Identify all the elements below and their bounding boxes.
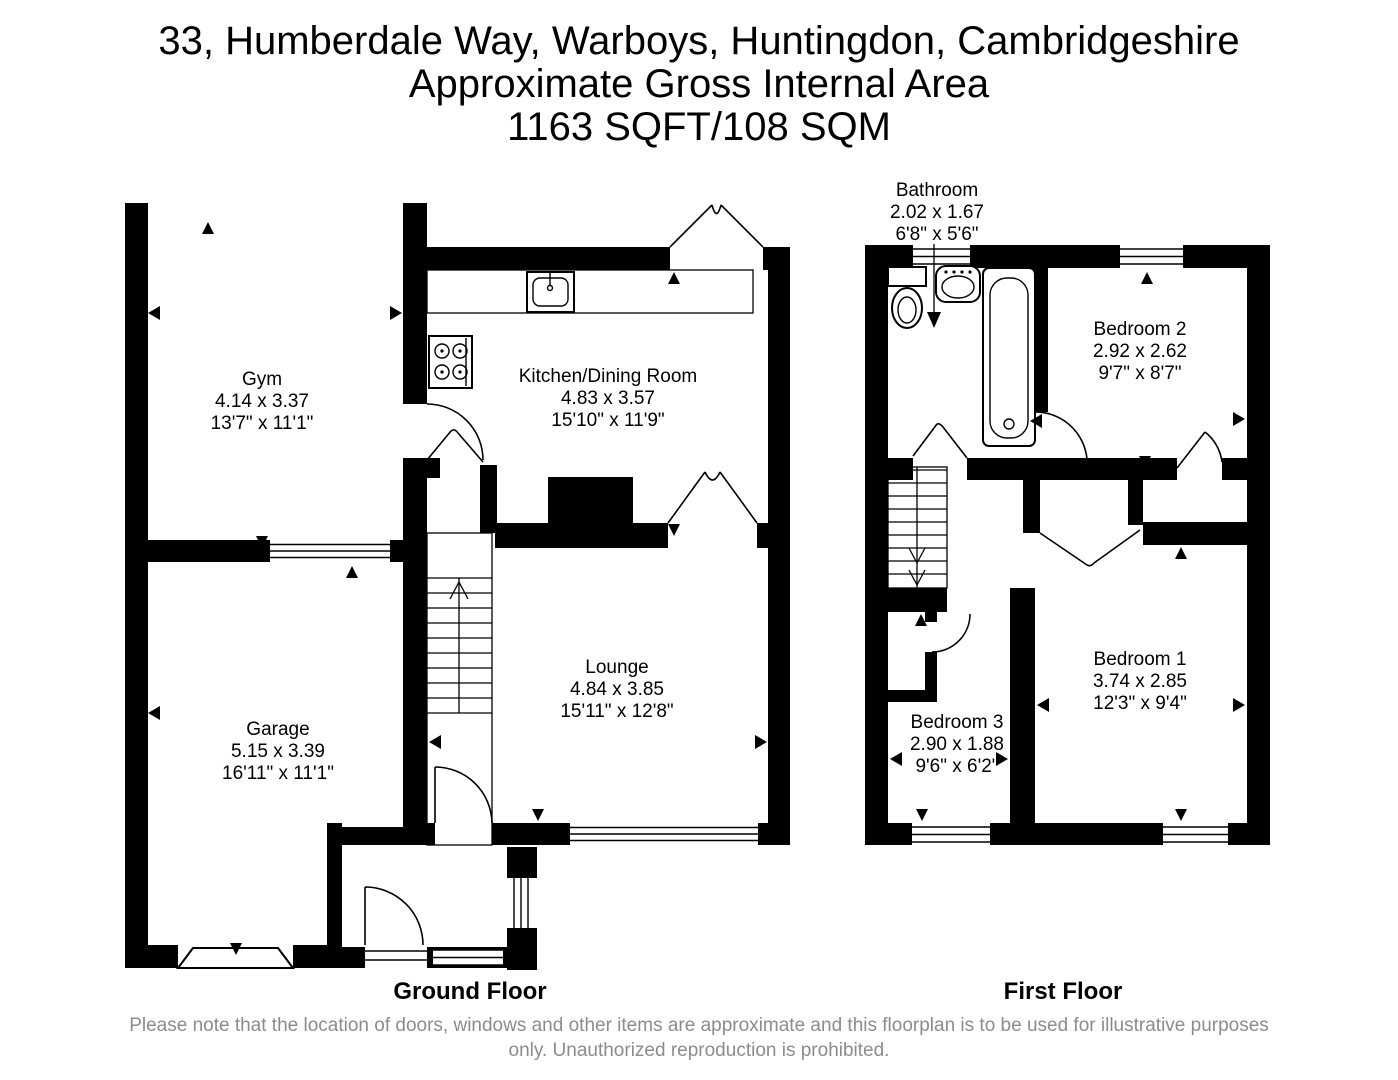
kitchen-counter (426, 269, 754, 314)
window-gym-garage (270, 540, 390, 562)
room-label-bedroom3: Bedroom 3 2.90 x 1.88 9'6" x 6'2" (909, 712, 1005, 777)
window-bedroom3 (912, 826, 990, 843)
window-porch-side (513, 878, 529, 928)
window-bedroom2 (1120, 248, 1183, 265)
measure-arrows-first (890, 272, 1245, 821)
stairs-down-icon (887, 466, 948, 589)
door-bathroom (912, 423, 968, 459)
page-subtitle: Approximate Gross Internal Area (408, 62, 990, 106)
sink-icon (526, 271, 575, 313)
opening-kitchen-top (669, 204, 764, 248)
door-bedroom2 (1176, 431, 1223, 469)
page-area: 1163 SQFT/108 SQM (507, 105, 891, 149)
basin-icon (935, 265, 981, 303)
door-lounge (434, 766, 493, 824)
garage-door-icon (176, 947, 295, 969)
stairs-up-icon (426, 532, 493, 846)
door-cupboard (1039, 529, 1141, 567)
room-label-bedroom1: Bedroom 1 3.74 x 2.85 12'3" x 9'4" (1092, 649, 1188, 714)
room-label-gym: Gym 4.14 x 3.37 13'7" x 11'1" (210, 369, 314, 434)
room-label-kitchen: Kitchen/Dining Room 4.83 x 3.57 15'10" x… (518, 366, 698, 431)
hob-icon (428, 335, 473, 389)
first-floor-walls (865, 245, 1270, 845)
disclaimer-note: Please note that the location of doors, … (129, 1015, 1269, 1061)
page-title: 33, Humberdale Way, Warboys, Huntingdon,… (158, 19, 1240, 63)
room-label-garage: Garage 5.15 x 3.39 16'11" x 11'1" (222, 719, 334, 784)
ground-floor-walls (125, 203, 790, 970)
window-bedroom1 (1163, 826, 1228, 843)
room-label-bedroom2: Bedroom 2 2.92 x 2.62 9'7" x 8'7" (1092, 319, 1188, 384)
bath-icon (982, 267, 1036, 447)
toilet-icon (887, 266, 927, 329)
title-block: 33, Humberdale Way, Warboys, Huntingdon,… (0, 20, 1398, 149)
room-label-bathroom: Bathroom 2.02 x 1.67 6'8" x 5'6" (889, 180, 985, 245)
opening-kitchen-lounge (667, 471, 758, 524)
door-bedroom3 (931, 613, 971, 653)
front-door-icon (364, 886, 427, 961)
door-landing (1033, 411, 1088, 460)
door-gym-kitchen (426, 403, 484, 463)
room-label-lounge: Lounge 4.84 x 3.85 15'11" x 12'8" (560, 657, 674, 722)
window-porch-front (433, 949, 503, 966)
first-floor-label: First Floor (1003, 978, 1123, 1005)
measure-arrows-ground (148, 222, 789, 955)
ground-floor-label: Ground Floor (393, 978, 547, 1005)
window-bathroom (913, 248, 970, 265)
first-floor-plan (865, 244, 1270, 845)
window-lounge (570, 823, 758, 845)
arrow-down-icon (927, 244, 941, 328)
ground-floor-plan (125, 203, 790, 970)
